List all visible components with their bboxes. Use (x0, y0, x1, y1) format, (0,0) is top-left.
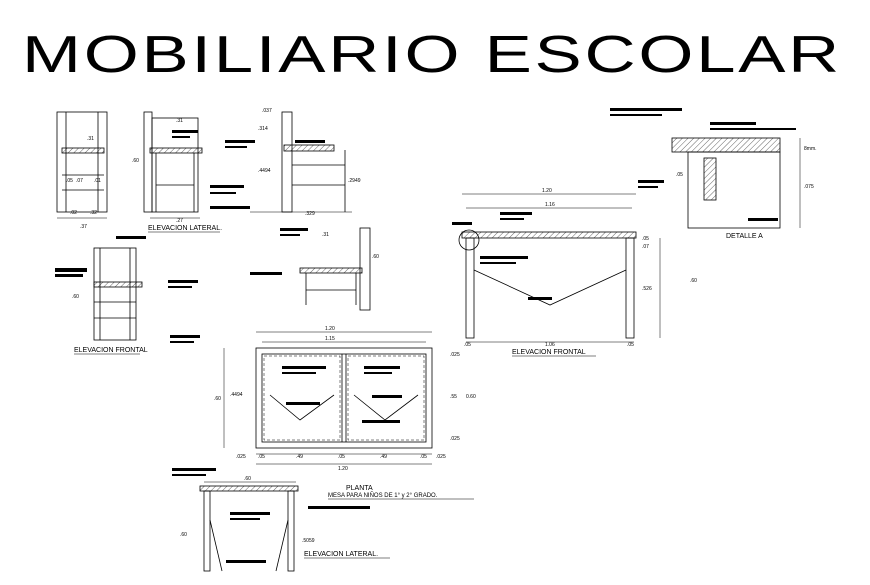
plan-caption: PLANTA (346, 485, 373, 492)
dimension-label: .01 (94, 178, 101, 184)
dimension-label: .60 (214, 396, 221, 402)
page-title: MOBILIARIO ESCOLAR (22, 26, 842, 84)
table-lateral-caption: ELEVACION LATERAL. (304, 551, 378, 558)
dimension-label: .4494 (258, 168, 271, 174)
dimension-label: .60 (372, 254, 379, 260)
dimension-label: .31 (87, 136, 94, 142)
dimension-label: .025 (450, 436, 460, 442)
dimension-label: .329 (305, 211, 315, 217)
dimension-label: 1.20 (338, 466, 348, 472)
dimension-label: .02 (70, 210, 77, 216)
dimension-label: .05 (627, 342, 634, 348)
dimension-label: .314 (258, 126, 268, 132)
chair-lateral-caption: ELEVACION LATERAL. (148, 225, 222, 232)
plan-subcaption: MESA PARA NIÑOS DE 1° y 2° GRADO. (328, 492, 438, 499)
dimension-label: 8mm. (804, 146, 817, 152)
table-lateral-view: .60 .60 .5059 (172, 468, 370, 572)
dimension-label: .075 (804, 184, 814, 190)
chair-small-view: .31 .60 (250, 227, 379, 311)
dimension-label: .60 (132, 158, 139, 164)
dimension-label: .4494 (230, 392, 243, 398)
chair-front-view: .31 .05 .07 .01 .02 .32 .37 (56, 111, 108, 230)
dimension-label: .025 (436, 454, 446, 460)
dimension-label: .05 (420, 454, 427, 460)
dimension-label: .49 (296, 454, 303, 460)
dimension-label: .60 (72, 294, 79, 300)
dimension-label: .05 (258, 454, 265, 460)
dimension-label: .05 (66, 178, 73, 184)
dimension-label: .32 (90, 210, 97, 216)
dimension-label: .60 (690, 278, 697, 284)
dimension-label: .31 (322, 232, 329, 238)
dimension-label: .27 (176, 218, 183, 224)
dimension-label: .55 (450, 394, 457, 400)
dimension-label: .05 (338, 454, 345, 460)
dimension-label: .5059 (302, 538, 315, 544)
dimension-label: .2949 (348, 178, 361, 184)
chair-frontal-view: .60 (55, 236, 200, 343)
dimension-label: .07 (76, 178, 83, 184)
dimension-label: 1.16 (545, 202, 555, 208)
dimension-label: 1.20 (325, 326, 335, 332)
dimension-label: .05 (642, 236, 649, 242)
dimension-label: 1.06 (545, 342, 555, 348)
dimension-label: 0.60 (466, 394, 476, 400)
dimension-label: .037 (262, 108, 272, 114)
dimension-label: .025 (450, 352, 460, 358)
detail-caption: DETALLE A (726, 233, 763, 240)
dimension-label: .025 (236, 454, 246, 460)
chair-section-view: .314 .4494 .2949 .329 .037 (210, 108, 361, 217)
dimension-label: .37 (80, 224, 87, 230)
dimension-label: .05 (676, 172, 683, 178)
chair-side-view: .31 .60 .27 (132, 111, 203, 224)
dimension-label: .05 (464, 342, 471, 348)
dimension-label: .31 (176, 118, 183, 124)
dimension-label: .60 (244, 476, 251, 482)
dimension-label: .526 (642, 286, 652, 292)
table-plan-view: 1.20 1.15 .60 .4494 .025 .55 0.60 .025 .… (214, 326, 476, 472)
dimension-label: 1.15 (325, 336, 335, 342)
table-frontal-caption: ELEVACION FRONTAL (512, 349, 586, 356)
detail-a-view: 8mm. .05 .075 (610, 108, 817, 229)
chair-frontal-caption: ELEVACION FRONTAL (74, 347, 148, 354)
dimension-label: .07 (642, 244, 649, 250)
dimension-label: .49 (380, 454, 387, 460)
dimension-label: 1.20 (542, 188, 552, 194)
dimension-label: .60 (180, 532, 187, 538)
table-frontal-view: 1.20 1.16 .05 1.06 .05 .05 .07 .526 .60 (452, 188, 697, 348)
